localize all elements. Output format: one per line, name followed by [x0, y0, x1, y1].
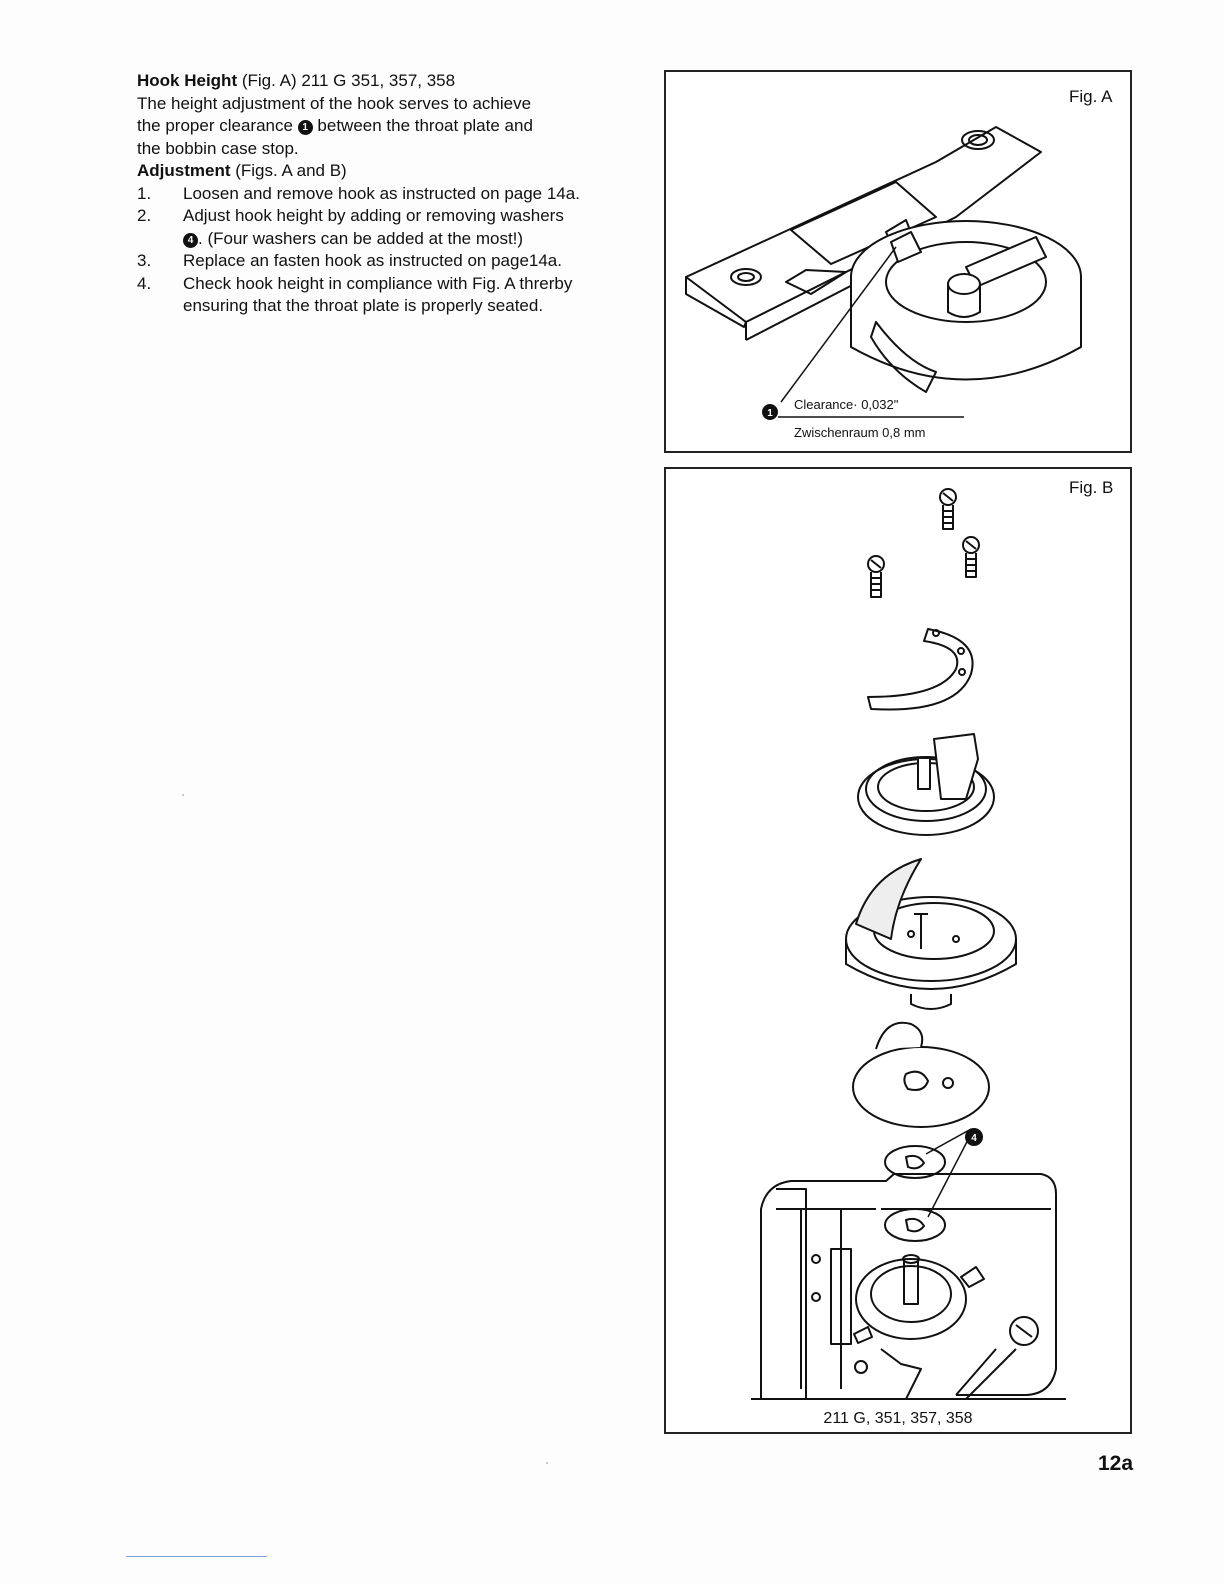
hook-height-line-1: The height adjustment of the hook serves…: [137, 93, 532, 113]
gib-ring: [867, 628, 974, 711]
figure-b-label: Fig. B: [1069, 478, 1114, 497]
zwischenraum-label: Zwischenraum 0,8 mm: [794, 425, 925, 440]
scan-artifact-line: [126, 1556, 267, 1557]
machine-bed: [751, 1173, 1066, 1400]
figure-b: Fig. B: [664, 467, 1132, 1434]
step-number: 3.: [137, 251, 152, 270]
hook-height-title: Hook Height: [137, 71, 238, 90]
washer: [884, 1145, 946, 1179]
step-1: 1. Loosen and remove hook as instructed o…: [137, 183, 617, 206]
hook-height-line-2b: between the throat plate and: [317, 116, 533, 135]
screw-icon: [867, 555, 885, 598]
callout-4-fig-b-icon: 4: [971, 1133, 977, 1144]
figure-a: Fig. A 1: [664, 70, 1132, 453]
step-number: 1.: [137, 183, 152, 203]
scan-speck: [546, 1462, 548, 1464]
step-3: 3. Replace an fasten hook as instructed o…: [137, 250, 617, 273]
step-number: 4.: [137, 273, 152, 293]
adjustment-heading-line: Adjustment (Figs. A and B): [137, 160, 617, 183]
adjustment-steps: 1. Loosen and remove hook as instructed o…: [137, 183, 617, 318]
hook-height-line-2a: the proper clearance: [137, 116, 293, 135]
step-4: 4. Check hook height in compliance with F…: [137, 273, 617, 318]
callout-1-icon: 1: [297, 120, 313, 135]
step-text: Adjust hook height by adding or removing…: [183, 206, 564, 225]
screw-icon: [939, 488, 957, 530]
figure-a-label: Fig. A: [1069, 87, 1113, 106]
page-number: 12a: [1098, 1452, 1134, 1475]
hook-clearance-illustration: 1 Clearance· 0,032" Zwischenraum 0,8 mm: [685, 126, 1082, 440]
adjustment-title: Adjustment: [137, 161, 231, 180]
step-text: Loosen and remove hook as instructed on …: [183, 183, 580, 203]
hook-height-line-3: the bobbin case stop.: [137, 138, 299, 158]
step-2: 2. Adjust hook height by adding or removi…: [137, 205, 617, 250]
screw-icon: [962, 536, 980, 578]
callout-1-fig-a-icon: 1: [767, 408, 773, 419]
exploded-hook-assembly-illustration: 4 211 G, 351, 357, 358: [751, 488, 1066, 1427]
hook-height-line-2: the proper clearance 1 between the throa…: [137, 115, 617, 138]
hook-height-heading-line: Hook Height (Fig. A) 211 G 351, 357, 358: [137, 70, 617, 93]
clearance-label: Clearance· 0,032": [794, 397, 899, 412]
adjustment-title-rest: (Figs. A and B): [230, 161, 347, 180]
step-text-continued: . (Four washers can be added at the most…: [198, 228, 524, 248]
instruction-text: Hook Height (Fig. A) 211 G 351, 357, 358…: [137, 70, 617, 318]
scan-speck: [182, 794, 184, 796]
callout-4-icon: 4: [183, 232, 198, 248]
washer-plate: [852, 1021, 990, 1128]
hook-body: [845, 858, 1017, 1010]
step-text: Replace an fasten hook as instructed on …: [183, 251, 562, 270]
hook-height-title-rest: (Fig. A) 211 G 351, 357, 358: [237, 71, 456, 90]
washer: [884, 1208, 946, 1242]
step-text: Check hook height in compliance with Fig…: [183, 273, 573, 316]
step-number: 2.: [137, 206, 152, 225]
figure-b-caption: 211 G, 351, 357, 358: [823, 1410, 972, 1427]
